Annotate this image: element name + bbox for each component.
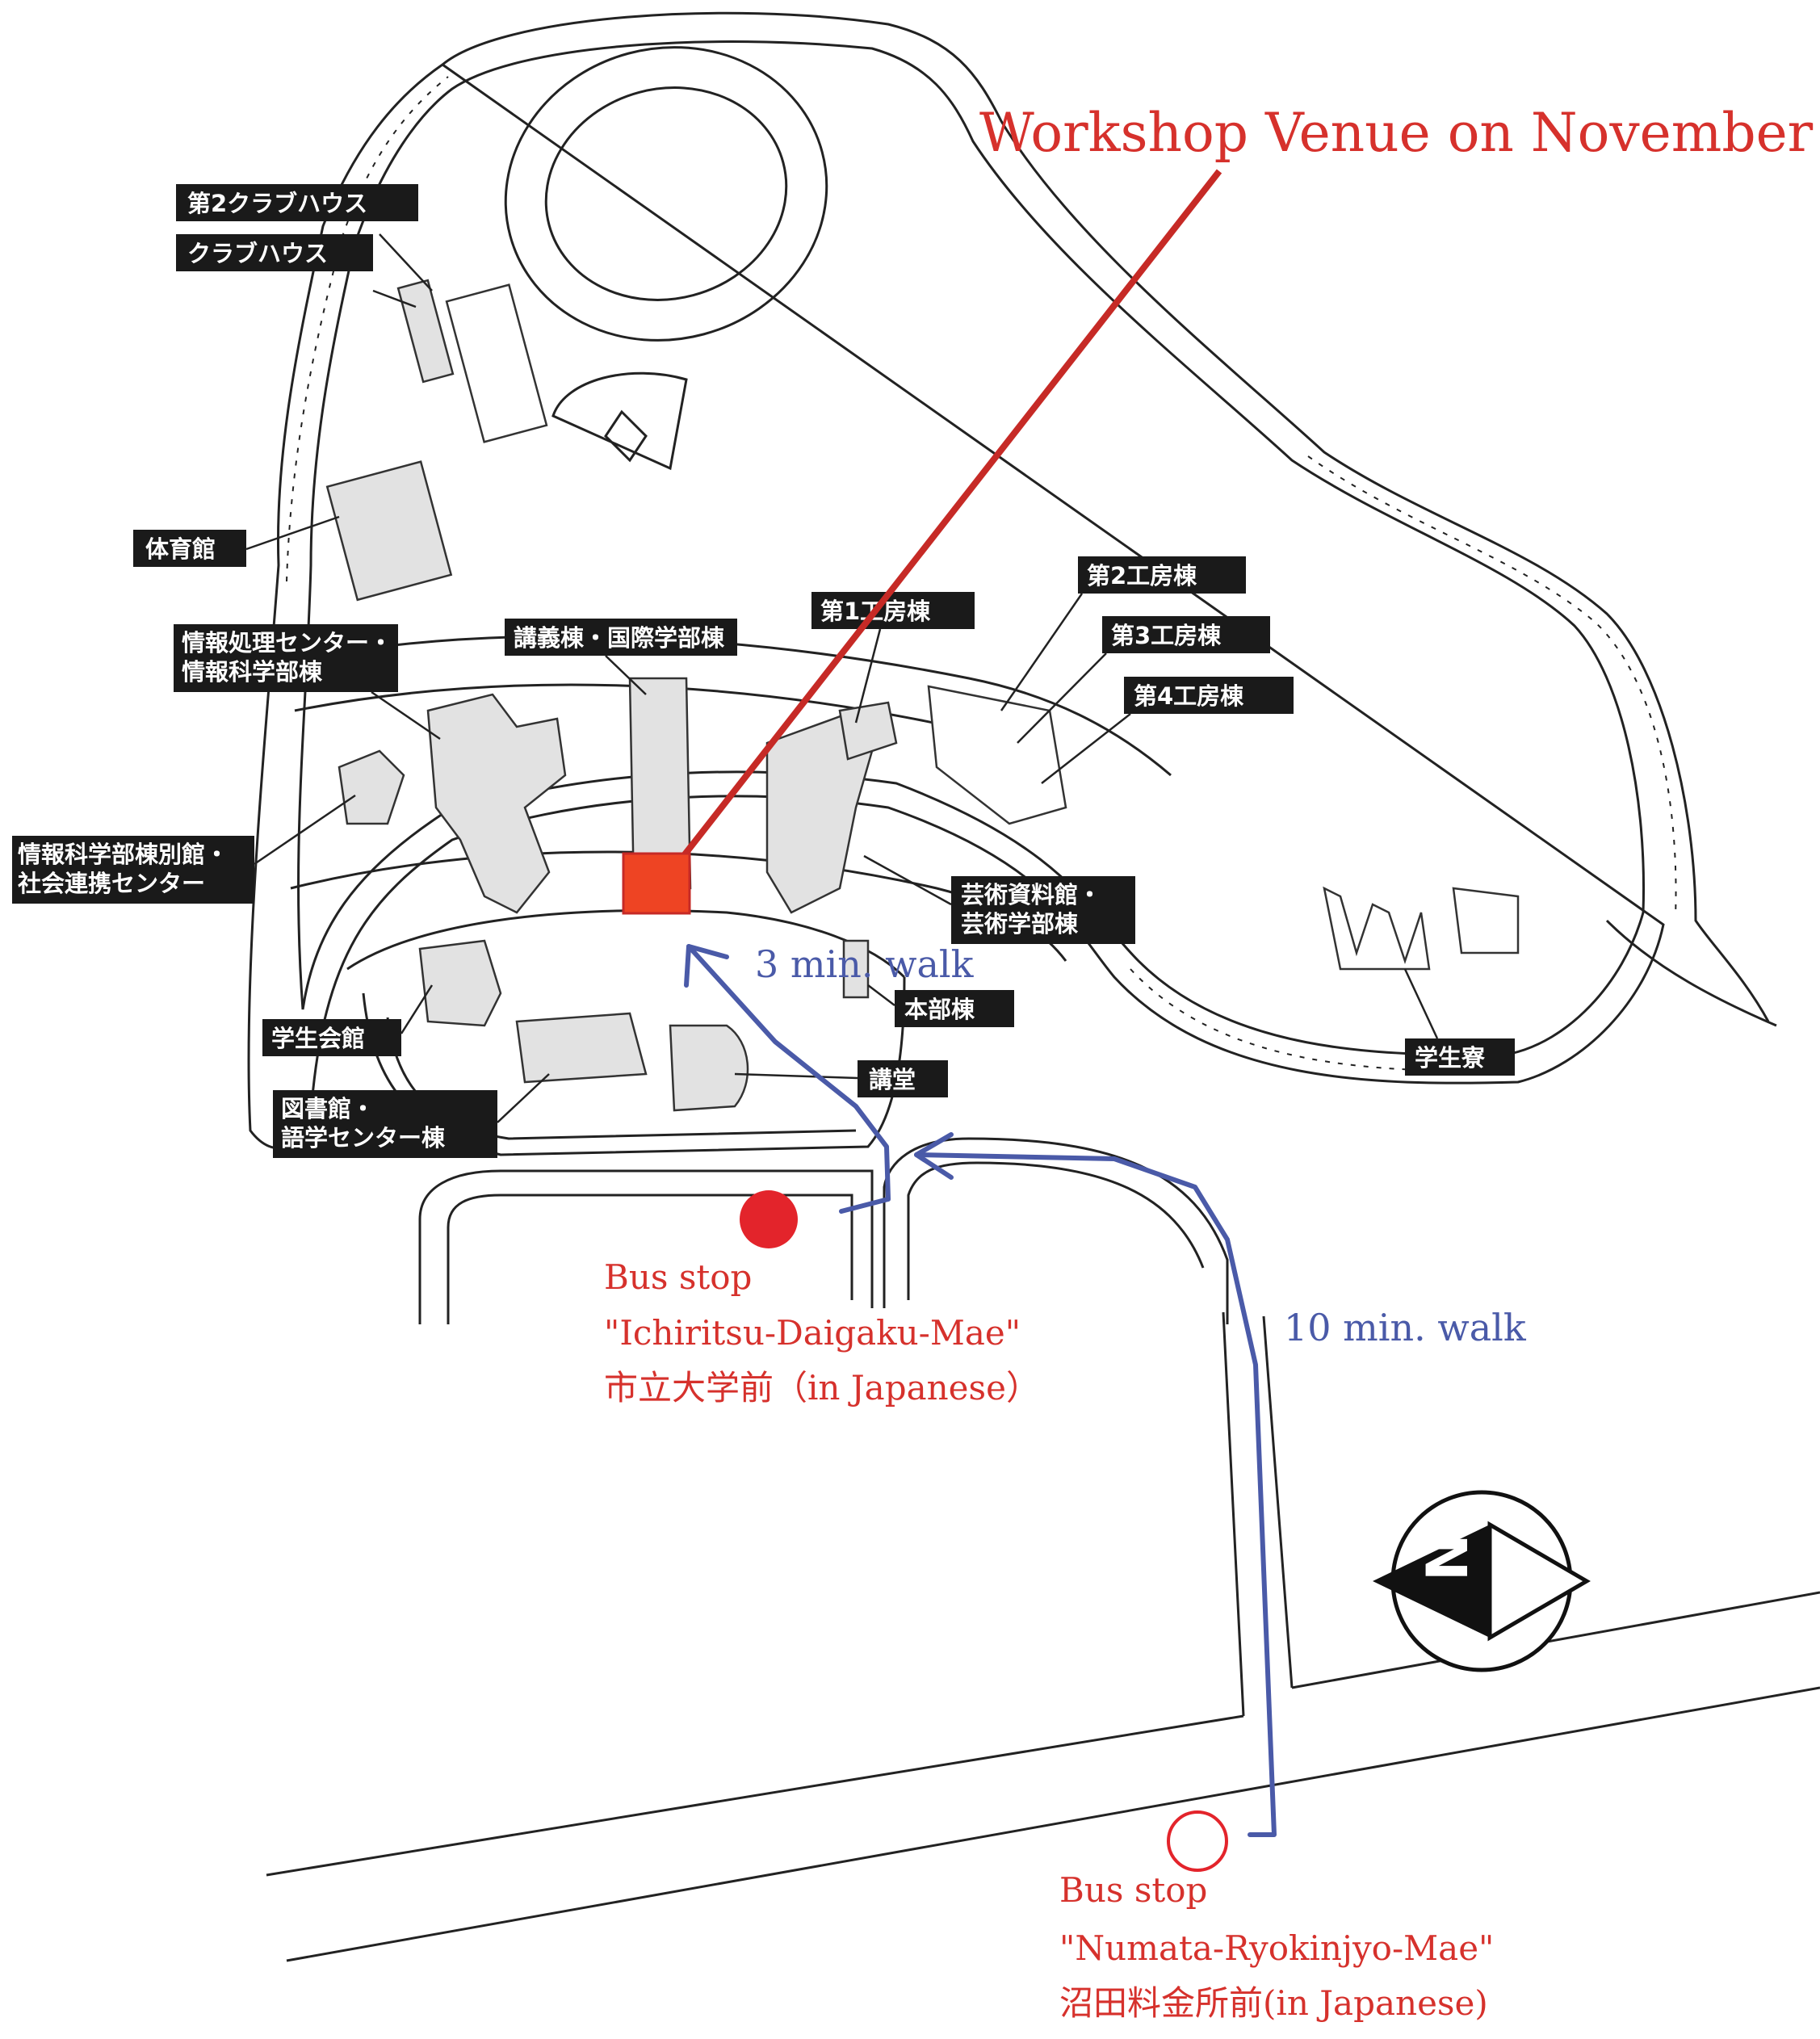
building-library xyxy=(515,1012,648,1084)
route-10-min-arrowhead xyxy=(914,1132,954,1180)
label-kobo3: 第3工房棟 xyxy=(1102,616,1270,653)
road-east-entrance xyxy=(883,1137,1229,1324)
svg-text:学生会館: 学生会館 xyxy=(271,1025,365,1052)
compass-needle-black xyxy=(1373,1525,1490,1638)
svg-text:語学センター棟: 語学センター棟 xyxy=(281,1124,446,1152)
svg-text:体育館: 体育館 xyxy=(145,535,216,563)
label-kobo2: 第2工房棟 xyxy=(1078,556,1246,594)
building-dorm-east xyxy=(1452,887,1520,954)
svg-text:第3工房棟: 第3工房棟 xyxy=(1111,622,1222,649)
svg-text:芸術学部棟: 芸術学部棟 xyxy=(961,910,1079,938)
svg-text:第4工房棟: 第4工房棟 xyxy=(1134,682,1244,710)
terrace-band-west xyxy=(286,76,449,582)
label-gym: 体育館 xyxy=(133,530,246,567)
route-3-min-arrowhead xyxy=(684,944,729,988)
building-labels: 第2クラブハウス クラブハウス 体育館 情報処理センター・ 情報科学部棟 講義棟… xyxy=(12,184,1515,1158)
label-arts: 芸術資料館・ 芸術学部棟 xyxy=(951,876,1135,944)
campus-boundary-outer xyxy=(247,11,1770,1150)
svg-text:芸術資料館・: 芸術資料館・ xyxy=(961,881,1101,908)
walk-label-3min: 3 min. walk xyxy=(755,942,975,986)
approach-road-west xyxy=(1222,1311,1245,1717)
compass-needle-white xyxy=(1487,1521,1591,1642)
highway-north-edge-a xyxy=(266,1714,1244,1877)
bus-stop-numata-line2: "Numata-Ryokinjyo-Mae" xyxy=(1059,1928,1494,1968)
building-honbu xyxy=(842,939,870,999)
highway-north-edge-b xyxy=(1291,1591,1820,1689)
building-kobo1 xyxy=(838,701,898,761)
compass-north-letter: N xyxy=(1415,1533,1481,1581)
walking-routes xyxy=(684,944,1277,1837)
building-kobo2-3 xyxy=(927,685,1067,825)
highway-south-edge xyxy=(286,1686,1820,1962)
route-10-min xyxy=(914,1152,1277,1837)
road-lower-perimeter xyxy=(362,976,906,1156)
bus-stop-ichiritsu-line2: "Ichiritsu-Daigaku-Mae" xyxy=(604,1313,1021,1353)
label-lecture: 講義棟・国際学部棟 xyxy=(505,619,737,656)
svg-text:第2クラブハウス: 第2クラブハウス xyxy=(187,190,367,217)
stadium-track-outer xyxy=(504,46,828,342)
compass-rose: N xyxy=(1373,1490,1591,1672)
svg-text:本部棟: 本部棟 xyxy=(904,996,975,1023)
label-info: 情報処理センター・ 情報科学部棟 xyxy=(174,624,398,692)
road-west-exit-inner xyxy=(447,1194,853,1324)
label-dorm: 学生寮 xyxy=(1405,1038,1515,1076)
svg-text:情報処理センター・: 情報処理センター・ xyxy=(182,629,392,657)
building-annex xyxy=(338,749,405,825)
bus-stop-ichiritsu-line3: 市立大学前（in Japanese） xyxy=(604,1368,1040,1408)
svg-text:講義棟・国際学部棟: 講義棟・国際学部棟 xyxy=(514,624,725,652)
walk-label-10min: 10 min. walk xyxy=(1284,1306,1527,1349)
label-club: クラブハウス xyxy=(176,234,373,271)
baseball-diamond xyxy=(604,409,648,463)
terrace-band-east xyxy=(1307,455,1677,917)
building-dorm xyxy=(1323,886,1431,971)
svg-text:学生寮: 学生寮 xyxy=(1415,1044,1486,1072)
svg-text:クラブハウス: クラブハウス xyxy=(187,240,328,267)
building-student-hall xyxy=(418,939,502,1027)
label-kobo1: 第1工房棟 xyxy=(811,592,975,629)
label-leader-lines xyxy=(245,233,1439,1123)
road-east-entrance-inner xyxy=(907,1161,1205,1300)
road-dorm-access xyxy=(1605,919,1777,1027)
building-club2 xyxy=(445,283,548,443)
svg-text:社会連携センター: 社会連携センター xyxy=(18,870,205,897)
approach-road-east xyxy=(1262,1315,1294,1689)
stadium-track-inner xyxy=(544,86,788,301)
svg-text:第2工房棟: 第2工房棟 xyxy=(1087,562,1197,589)
svg-text:図書館・: 図書館・ xyxy=(281,1095,375,1122)
building-gym xyxy=(325,460,453,602)
venue-marker[interactable] xyxy=(622,852,691,915)
road-central-north xyxy=(282,635,1172,777)
label-kobo4: 第4工房棟 xyxy=(1124,677,1294,714)
bus-stop-numata[interactable]: Bus stop "Numata-Ryokinjyo-Mae" 沼田料金所前(i… xyxy=(1059,1810,1494,2023)
bus-stop-ichiritsu[interactable]: Bus stop "Ichiritsu-Daigaku-Mae" 市立大学前（i… xyxy=(604,1190,1040,1408)
label-honbu: 本部棟 xyxy=(895,990,1014,1027)
label-student-hall: 学生会館 xyxy=(262,1019,401,1056)
building-club xyxy=(396,279,455,384)
label-club2: 第2クラブハウス xyxy=(176,184,418,221)
building-info xyxy=(426,693,567,914)
svg-text:講堂: 講堂 xyxy=(869,1066,916,1093)
label-annex: 情報科学部棟別館・ 社会連携センター xyxy=(12,836,254,904)
venue-group: Workshop Venue on November 8 xyxy=(622,102,1820,915)
route-3-min xyxy=(686,944,891,1214)
bus-stop-ichiritsu-marker[interactable] xyxy=(740,1190,798,1248)
building-kodo xyxy=(669,1024,749,1112)
bus-stop-numata-line1: Bus stop xyxy=(1059,1870,1207,1910)
label-kodo: 講堂 xyxy=(858,1060,948,1097)
label-library: 図書館・ 語学センター棟 xyxy=(273,1090,497,1158)
bus-stop-ichiritsu-line1: Bus stop xyxy=(604,1257,752,1297)
baseball-field xyxy=(551,371,688,471)
bus-stop-numata-line3: 沼田料金所前(in Japanese) xyxy=(1059,1983,1488,2023)
venue-pointer-line xyxy=(679,169,1222,860)
venue-title: Workshop Venue on November 8 xyxy=(979,102,1820,164)
svg-text:情報科学部棟別館・: 情報科学部棟別館・ xyxy=(18,841,229,868)
svg-text:情報科学部棟: 情報科学部棟 xyxy=(182,658,323,686)
bus-stop-numata-marker[interactable] xyxy=(1167,1810,1228,1872)
road-west-exit xyxy=(418,1169,874,1324)
